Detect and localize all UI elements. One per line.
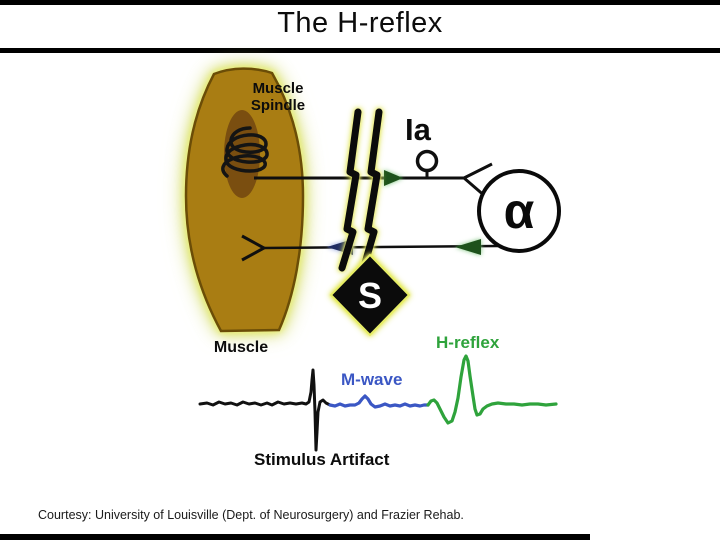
lightning-bolt-icon <box>338 108 362 272</box>
emg-trace-segment-baseline-stimulus-artifact <box>198 368 332 452</box>
stimulus-diamond <box>329 253 411 337</box>
muscle-label: Muscle <box>213 339 269 356</box>
alpha-neuron-circle <box>477 169 561 253</box>
m-wave-label: M-wave <box>341 370 403 389</box>
muscle-spindle-label: Muscle Spindle <box>248 80 308 114</box>
page-title: The H-reflex <box>277 7 443 39</box>
top-border-bar <box>0 0 720 5</box>
bottom-border-bar <box>0 534 590 540</box>
stimulus-artifact-label: Stimulus Artifact <box>254 450 390 469</box>
motor-endplate-chevron <box>241 234 268 262</box>
emg-trace-segment-m-wave <box>328 394 430 409</box>
courtesy-credit: Courtesy: University of Louisville (Dept… <box>38 508 464 522</box>
spindle-coil-icon <box>221 126 269 178</box>
muscle-spindle <box>224 110 260 198</box>
alpha-neuron-label: α <box>503 183 535 239</box>
stimulus-letter: S <box>357 275 382 316</box>
ia-electrode-circle <box>415 149 439 173</box>
emg-trace-segment-h-reflex <box>426 354 558 425</box>
muscle-group <box>184 67 305 333</box>
efferent-arrow-left-near-neuron-icon <box>455 239 481 255</box>
emg-trace <box>198 354 558 452</box>
muscle-spindle-label-line1: Muscle <box>252 80 304 97</box>
lightning-bolt-icon <box>359 108 383 274</box>
afferent-arrow-right-icon <box>384 170 403 186</box>
ia-afferent-label: Ia <box>405 112 431 147</box>
h-reflex-label: H-reflex <box>436 333 500 352</box>
muscle-spindle-label-line2: Spindle <box>250 97 306 114</box>
muscle-shape <box>184 67 305 333</box>
stimulus-bolts-group <box>338 108 383 274</box>
title-divider <box>0 48 720 53</box>
synapse-fork <box>461 162 493 199</box>
